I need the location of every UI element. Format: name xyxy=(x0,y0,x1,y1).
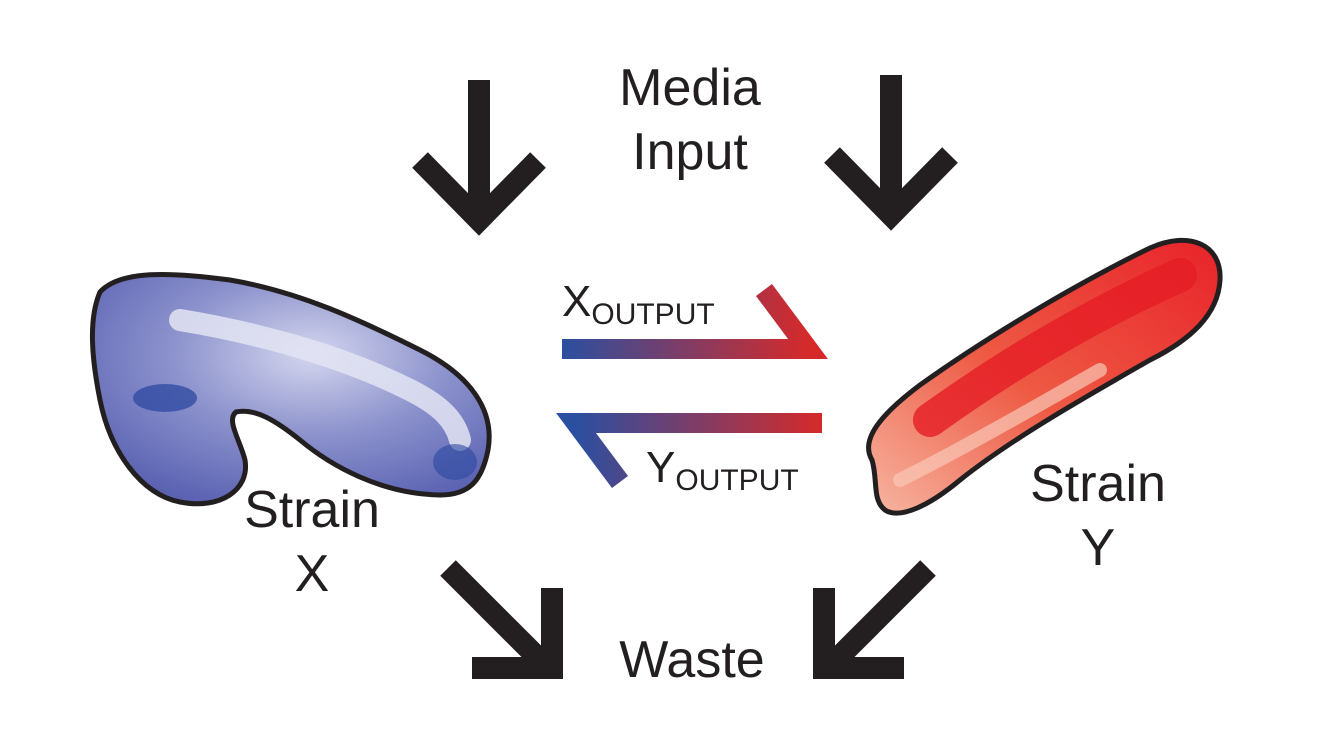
x-output-label: XOUTPUT xyxy=(562,277,715,330)
waste-arrow-left xyxy=(440,560,563,679)
waste-label: Waste xyxy=(619,631,765,689)
y-output-arrow xyxy=(556,413,822,488)
strain-x-label: Strain X xyxy=(222,478,402,606)
media-label-line2: Input xyxy=(632,123,748,181)
media-input-label: Media Input xyxy=(590,56,790,184)
x-output-subscript: OUTPUT xyxy=(591,298,715,331)
y-output-label: YOUTPUT xyxy=(646,443,799,496)
media-arrow-left xyxy=(412,80,546,236)
media-arrow-right xyxy=(824,75,958,231)
strain-x-label-line1: Strain xyxy=(244,481,380,539)
media-label-line1: Media xyxy=(619,59,761,117)
x-output-arrow xyxy=(562,284,828,359)
strain-y-label-line2: Y xyxy=(1080,519,1116,577)
y-output-subscript: OUTPUT xyxy=(675,464,799,497)
strain-y-label: Strain Y xyxy=(1008,452,1188,580)
x-output-main: X xyxy=(562,277,592,326)
strain-x-cell xyxy=(89,271,492,507)
strain-y-cell xyxy=(866,237,1223,516)
waste-arrow-right xyxy=(813,560,936,679)
y-output-main: Y xyxy=(646,443,676,492)
strain-y-label-line1: Strain xyxy=(1030,455,1166,513)
strain-x-label-line2: X xyxy=(294,545,330,603)
